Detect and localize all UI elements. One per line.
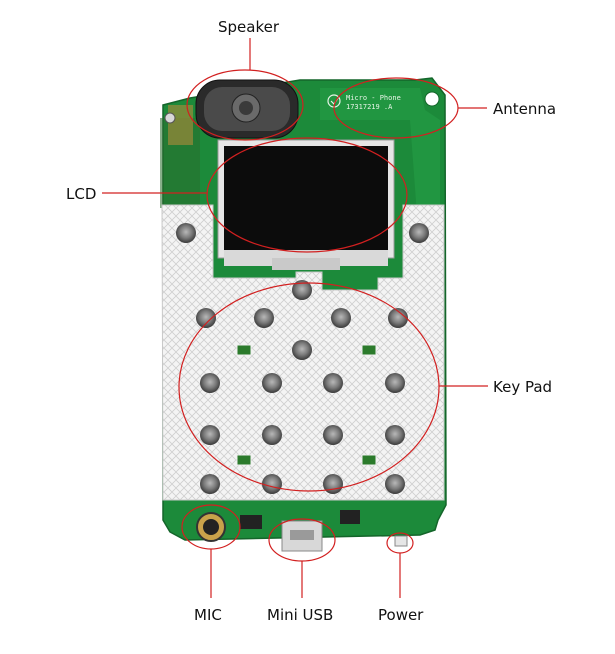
power-button-component [394,535,408,547]
antenna-label: Antenna [493,100,557,118]
keypad-label: Key Pad [493,378,553,396]
silkscreen-line-1: Micro - Phone [346,94,401,102]
callout-lines [102,38,488,598]
mic-label: MIC [194,606,222,624]
speaker-ellipse [186,69,304,141]
keypad-buttons [176,223,429,494]
mic-component [196,512,226,542]
silkscreen-line-2: 17317219 .A [346,103,393,111]
power-label: Power [378,606,424,624]
speaker-component [195,79,299,139]
speaker-label: Speaker [218,18,280,36]
keypad-ellipse [178,282,440,492]
lcd-label: LCD [66,185,97,203]
lcd-ellipse [206,137,408,253]
lcd-component [217,139,395,270]
mini-usb-label: Mini USB [267,606,334,624]
mini-usb-connector [281,520,323,552]
